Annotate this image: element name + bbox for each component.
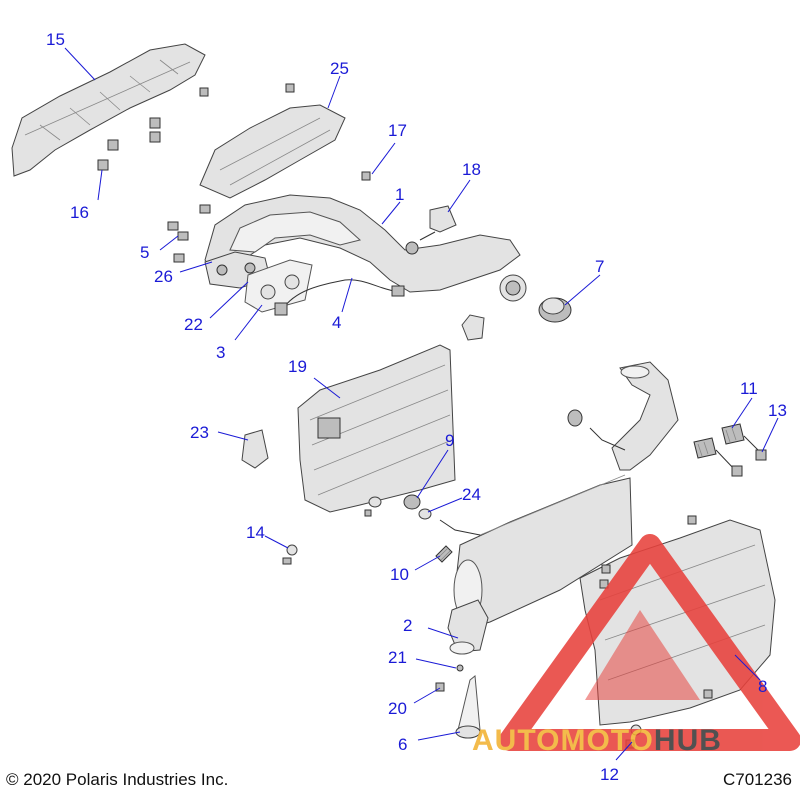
part-9-grommet (364, 494, 432, 520)
watermark-triangle-outer (499, 534, 800, 751)
callout-9: 9 (445, 431, 454, 450)
part-5-bolts (167, 204, 211, 263)
callout-7: 7 (595, 257, 604, 276)
callout-4: 4 (332, 313, 341, 332)
part-3-gasket (244, 259, 313, 313)
leader-lines (64, 47, 779, 761)
callout-23: 23 (190, 423, 209, 442)
callout-18: 18 (462, 160, 481, 179)
copyright-notice: © 2020 Polaris Industries Inc. (6, 770, 228, 789)
part-7-plug (538, 297, 572, 323)
watermark-text-2: HUB (654, 724, 722, 757)
callout-6: 6 (398, 735, 407, 754)
callout-16: 16 (70, 203, 89, 222)
part-17-nut (361, 171, 371, 181)
watermark-text-1: AUTOMOTO (472, 724, 654, 757)
callout-12: 12 (600, 765, 619, 784)
callout-3: 3 (216, 343, 225, 362)
callout-5: 5 (140, 243, 149, 262)
part-19-heat-shield (297, 344, 456, 513)
callout-2: 2 (403, 616, 412, 635)
callout-25: 25 (330, 59, 349, 78)
callout-8: 8 (758, 677, 767, 696)
svg-text:AUTOMOTOHUB: AUTOMOTOHUB (472, 724, 722, 757)
part-25-manifold-shield (199, 104, 346, 199)
part-15-heat-shield (11, 43, 206, 177)
callout-20: 20 (388, 699, 407, 718)
part-10-spring (435, 545, 453, 563)
watermark-triangle-inner (585, 610, 700, 700)
part-6-exhaust-tip (455, 675, 481, 739)
callout-13: 13 (768, 401, 787, 420)
muffler-assembly (447, 361, 679, 655)
part-23-bracket (241, 429, 269, 469)
automotohub-watermark-logo: AUTOMOTOHUB (472, 534, 800, 757)
callout-19: 19 (288, 357, 307, 376)
callout-1: 1 (395, 185, 404, 204)
part-18-bracket (419, 205, 457, 241)
callout-labels: 15 16 25 17 18 1 7 5 26 22 3 4 19 23 14 … (46, 30, 787, 784)
callout-17: 17 (388, 121, 407, 140)
part-14-washer (282, 544, 298, 565)
callout-22: 22 (184, 315, 203, 334)
muffler-hangers (439, 409, 626, 536)
callout-10: 10 (390, 565, 409, 584)
part-16-bolts (97, 83, 295, 171)
callout-24: 24 (462, 485, 481, 504)
callout-15: 15 (46, 30, 65, 49)
part-11-springs (693, 423, 767, 477)
part-4-o2-sensor (274, 279, 405, 316)
part-1-exhaust-header (204, 194, 527, 302)
clip (461, 314, 485, 341)
callout-26: 26 (154, 267, 173, 286)
callout-21: 21 (388, 648, 407, 667)
diagram-code: C701236 (723, 770, 792, 789)
callout-11: 11 (740, 379, 758, 398)
callout-14: 14 (246, 523, 265, 542)
